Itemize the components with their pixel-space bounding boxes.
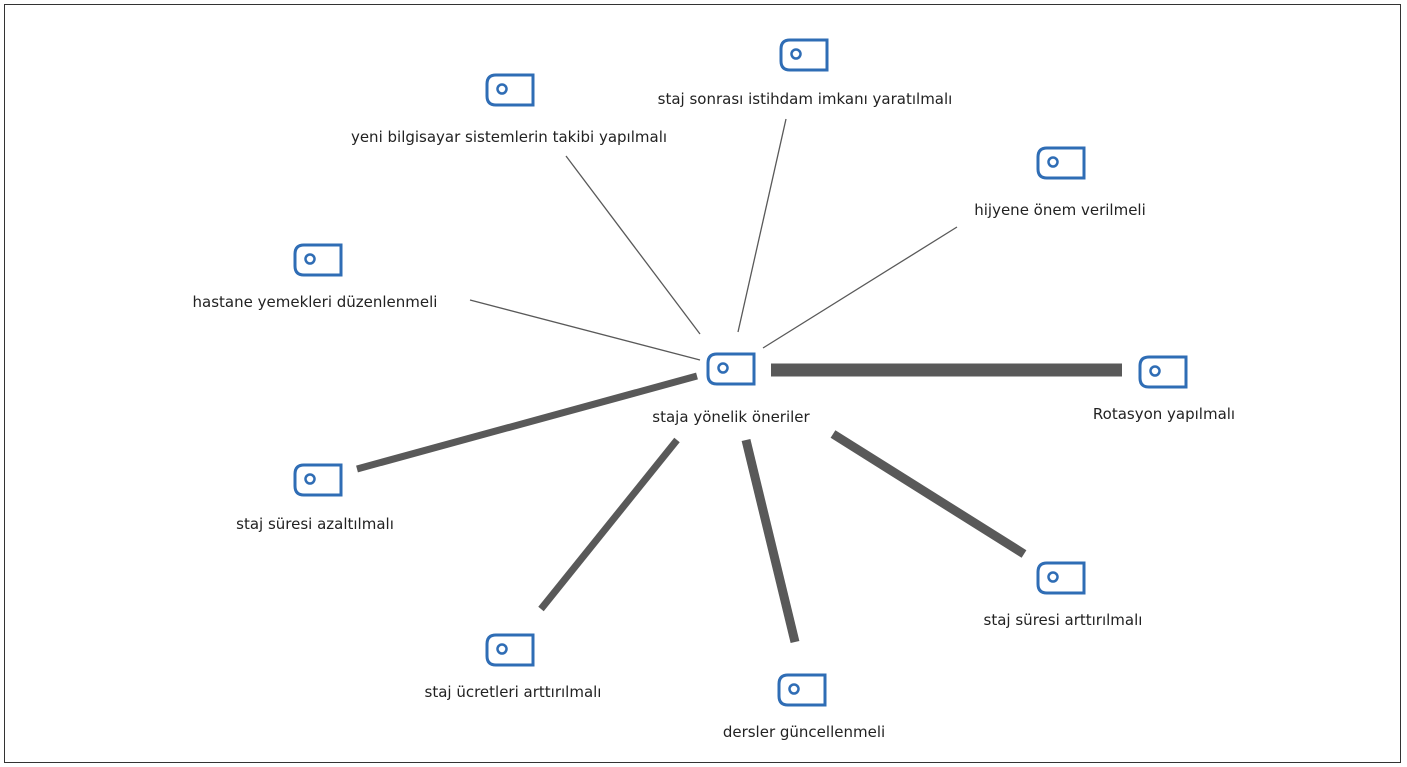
center-node[interactable]: staja yönelik öneriler xyxy=(652,352,811,426)
node-staj-azalt[interactable]: staj süresi azaltılmalı xyxy=(236,463,394,533)
node-hijyene-label: hijyene önem verilmeli xyxy=(974,201,1146,219)
node-rotasyon-label: Rotasyon yapılmalı xyxy=(1093,405,1235,423)
code-node-icon[interactable] xyxy=(777,673,827,707)
center-node-label: staja yönelik öneriler xyxy=(652,408,810,426)
edges-layer xyxy=(356,118,1122,644)
icon-dot xyxy=(1047,156,1059,168)
icon-dot xyxy=(496,83,508,95)
node-hastane-label: hastane yemekleri düzenlenmeli xyxy=(193,293,438,311)
icon-frame xyxy=(485,633,535,667)
node-dersler[interactable]: dersler güncellenmeli xyxy=(723,673,885,741)
icon-dot xyxy=(790,48,802,60)
node-ucret-label: staj ücretleri arttırılmalı xyxy=(425,683,602,701)
code-node-icon[interactable] xyxy=(779,38,829,72)
node-hijyene[interactable]: hijyene önem verilmeli xyxy=(974,146,1146,219)
icon-frame xyxy=(485,73,535,107)
code-node-icon[interactable] xyxy=(485,73,535,107)
code-node-icon[interactable] xyxy=(293,243,343,277)
edge-staj-azalt xyxy=(356,372,698,473)
code-node-icon[interactable] xyxy=(1036,561,1086,595)
node-dersler-label: dersler güncellenmeli xyxy=(723,723,885,741)
node-staj-artir-label: staj süresi arttırılmalı xyxy=(984,611,1143,629)
icon-frame xyxy=(1036,146,1086,180)
icon-frame xyxy=(1138,355,1188,389)
icon-frame xyxy=(706,352,756,386)
icon-frame xyxy=(293,463,343,497)
node-staj-sonrasi[interactable]: staj sonrası istihdam imkanı yaratılmalı xyxy=(658,38,953,108)
icon-frame xyxy=(779,38,829,72)
node-hastane[interactable]: hastane yemekleri düzenlenmeli xyxy=(193,243,438,311)
icon-frame xyxy=(1036,561,1086,595)
node-staj-sonrasi-label: staj sonrası istihdam imkanı yaratılmalı xyxy=(658,90,953,108)
icon-dot xyxy=(496,643,508,655)
node-ucret[interactable]: staj ücretleri arttırılmalı xyxy=(425,633,602,701)
node-yeni-bilgisayar-label: yeni bilgisayar sistemlerin takibi yapıl… xyxy=(351,128,667,146)
icon-frame xyxy=(777,673,827,707)
edge-yeni-bilgisayar xyxy=(565,155,701,335)
edge-hijyene xyxy=(762,226,958,349)
icon-dot xyxy=(717,362,729,374)
code-node-icon[interactable] xyxy=(293,463,343,497)
code-node-icon[interactable] xyxy=(485,633,535,667)
edge-hastane xyxy=(469,299,701,361)
node-staj-azalt-label: staj süresi azaltılmalı xyxy=(236,515,394,533)
node-yeni-bilgisayar[interactable]: yeni bilgisayar sistemlerin takibi yapıl… xyxy=(351,73,667,146)
icon-dot xyxy=(304,253,316,265)
icon-dot xyxy=(788,683,800,695)
icon-dot xyxy=(304,473,316,485)
icon-dot xyxy=(1047,571,1059,583)
edge-dersler xyxy=(741,438,800,644)
code-node-icon[interactable] xyxy=(1036,146,1086,180)
code-node-icon[interactable] xyxy=(1138,355,1188,389)
edge-ucret xyxy=(538,437,680,612)
code-node-icon[interactable] xyxy=(706,352,756,386)
edge-staj-sonrasi xyxy=(737,118,787,333)
icon-frame xyxy=(293,243,343,277)
node-rotasyon[interactable]: Rotasyon yapılmalı xyxy=(1093,355,1235,423)
node-staj-artir[interactable]: staj süresi arttırılmalı xyxy=(984,561,1143,629)
edge-staj-artir xyxy=(830,430,1027,558)
icon-dot xyxy=(1149,365,1161,377)
nodes-layer: staja yönelik öneriler staj sonrası istih… xyxy=(193,38,1235,741)
